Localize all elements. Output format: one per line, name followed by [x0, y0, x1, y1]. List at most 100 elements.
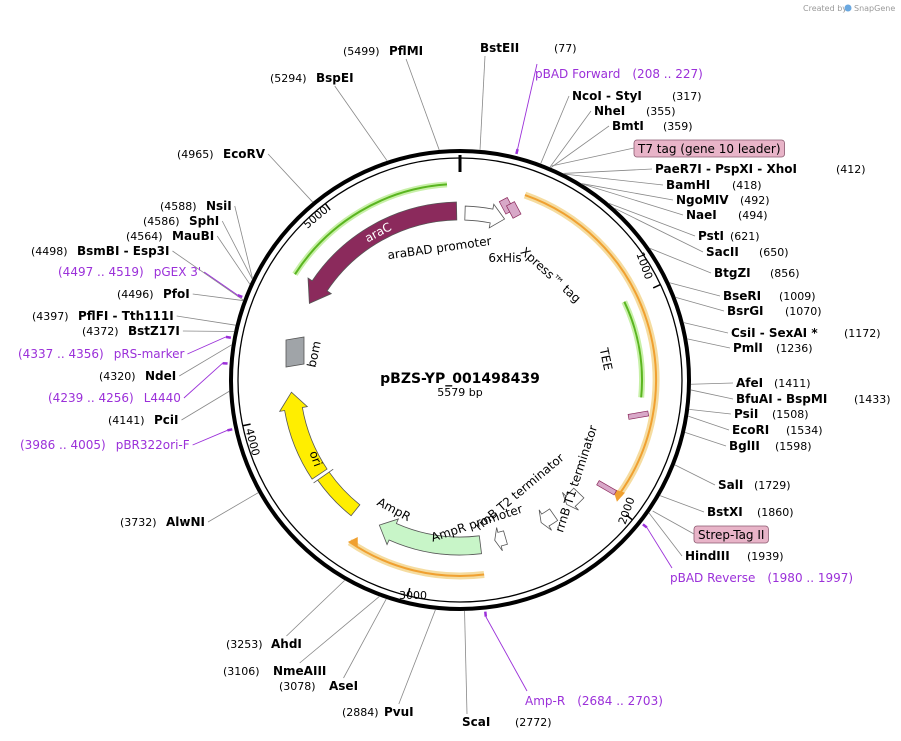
enzyme-label-asei: AseI [329, 679, 358, 693]
enzyme-pos-bglii: (1598) [775, 440, 812, 453]
feature-label-ampr: AmpR [375, 495, 413, 524]
tick-label-2000: 2000 [616, 495, 638, 526]
enzyme-pos-alwni: (3732) [120, 516, 157, 529]
enzyme-label-ncoi: NcoI - StyI [572, 89, 642, 103]
enzyme-leader-ngomiv [581, 183, 674, 201]
enzyme-leader-sphi [221, 220, 253, 280]
enzyme-label-nhei: NheI [594, 104, 625, 118]
enzyme-pos-sphi: (4586) [143, 215, 180, 228]
enzyme-pos-asei: (3078) [279, 680, 316, 693]
feature-arac-arrow [307, 201, 458, 304]
enzyme-pos-ngomiv: (492) [740, 194, 770, 207]
enzyme-leader-bsteii [479, 55, 486, 150]
primer-range-pbadreverse: (1980 .. 1997) [767, 571, 853, 585]
boxed-feature-leader-streptagii [652, 510, 695, 535]
enzyme-leader-bstxi [659, 495, 705, 513]
enzyme-label-bfuai: BfuAI - BspMI [736, 392, 827, 406]
primer-leader-prsmarker [187, 336, 227, 355]
enzyme-label-nsii: NsiI [206, 199, 232, 213]
enzyme-leader-naei [581, 183, 684, 216]
credit-text: Created by [803, 4, 847, 13]
enzyme-pos-bstxi: (1860) [757, 506, 794, 519]
enzyme-leader-maubi [216, 235, 251, 285]
enzyme-leader-ndei [179, 344, 232, 377]
enzyme-label-bsrgi: BsrGI [727, 304, 764, 318]
enzyme-pos-bsteii: (77) [554, 42, 577, 55]
tick-label-4000: 4000 [242, 427, 262, 457]
feature-label-ori: ori [307, 449, 325, 468]
primer-range-pbadforward: (208 .. 227) [632, 67, 702, 81]
orf-arc-bottom [349, 541, 485, 577]
enzyme-pos-bsrgi: (1070) [785, 305, 822, 318]
enzyme-label-bmti: BmtI [612, 119, 644, 133]
tick-label-5000: 5000 [301, 203, 331, 231]
enzyme-label-pflmi: PflMI [389, 44, 423, 58]
primer-range-l4440: (4239 .. 4256) [48, 391, 134, 405]
primer-mark-prsmarker [225, 335, 232, 340]
enzyme-pos-maubi: (4564) [126, 230, 163, 243]
enzyme-leader-psii [689, 408, 732, 415]
orf-arc-right [524, 194, 657, 496]
enzyme-leader-ncoi [540, 95, 570, 164]
enzyme-pos-pflmi: (5499) [343, 45, 380, 58]
primer-leader-pbr322orif [192, 429, 228, 446]
enzyme-pos-nsii: (4588) [160, 200, 197, 213]
enzyme-leader-pmli [687, 338, 731, 349]
enzyme-label-alwni: AlwNI [166, 515, 205, 529]
enzyme-leader-bfuai [690, 389, 734, 400]
snapgene-logo-icon [844, 4, 852, 12]
enzyme-label-naei: NaeI [686, 208, 717, 222]
enzyme-pos-btgzi: (856) [770, 267, 800, 280]
enzyme-pos-csii: (1172) [844, 327, 881, 340]
enzyme-label-bseri: BseRI [723, 289, 761, 303]
enzyme-pos-naei: (494) [738, 209, 768, 222]
enzyme-label-scai: ScaI [462, 715, 490, 729]
tick-mark-5000 [324, 203, 331, 211]
boxed-feature-label-t7taggene10leader: T7 tag (gene 10 leader) [637, 142, 781, 156]
enzyme-label-paer7i: PaeR7I - PspXI - XhoI [655, 162, 797, 176]
primer-mark-pgex3 [237, 293, 243, 299]
enzyme-leader-bmti [550, 125, 610, 168]
primer-leader-pgex3 [203, 271, 238, 296]
enzyme-label-afei: AfeI [736, 376, 763, 390]
enzyme-pos-bspei: (5294) [270, 72, 307, 85]
enzyme-pos-sali: (1729) [754, 479, 791, 492]
snapgene-credit: Created by SnapGene [803, 4, 895, 13]
enzyme-label-nmeaiii: NmeAIII [273, 664, 326, 678]
enzyme-leader-paer7i [563, 168, 653, 174]
feature-arabad-promoter-arrow [464, 203, 506, 229]
enzyme-pos-afei: (1411) [774, 377, 811, 390]
enzyme-pos-pcii: (4141) [108, 414, 145, 427]
enzyme-pos-ndei: (4320) [99, 370, 136, 383]
enzyme-leader-scai [464, 610, 468, 715]
enzyme-label-sphi: SphI [189, 214, 219, 228]
enzyme-leader-bspei [334, 85, 388, 162]
enzyme-leader-bsmbi [172, 250, 244, 301]
primer-name-pbadreverse: pBAD Reverse [670, 571, 755, 585]
feature-tee-box [627, 410, 650, 420]
primer-range-pgex3: (4497 .. 4519) [58, 265, 144, 279]
feature-rrnb-t1-box [596, 480, 617, 496]
primer-name-prsmarker: pRS-marker [114, 347, 185, 361]
enzyme-label-ngomiv: NgoMIV [676, 193, 729, 207]
feature-label-arabad-promoter: araBAD promoter [387, 234, 493, 262]
primer-name-pgex3: pGEX 3' [154, 265, 201, 279]
enzyme-leader-bseri [669, 282, 721, 297]
enzyme-leader-bstz17i [182, 330, 235, 332]
enzyme-pos-ncoi: (317) [672, 90, 702, 103]
enzyme-leader-sali [674, 464, 716, 486]
enzyme-label-ahdi: AhdI [271, 637, 302, 651]
enzyme-pos-bmti: (359) [663, 120, 693, 133]
enzyme-leader-csii [683, 322, 729, 334]
enzyme-pos-sacii: (650) [759, 246, 789, 259]
primer-range-prsmarker: (4337 .. 4356) [18, 347, 104, 361]
primer-leader-pbadreverse [646, 527, 673, 569]
feature-rrnb-t2-arrow [538, 508, 559, 531]
feature-rrnb-t1-arrow [561, 487, 585, 511]
primer-name-ampr: Amp-R [525, 694, 565, 708]
primer-leader-ampr [485, 616, 528, 692]
tick-mark-2000 [625, 514, 633, 521]
feature-ori-arrow [313, 468, 361, 517]
enzyme-pos-psii: (1508) [772, 408, 809, 421]
enzyme-pos-nmeaiii: (3106) [223, 665, 260, 678]
